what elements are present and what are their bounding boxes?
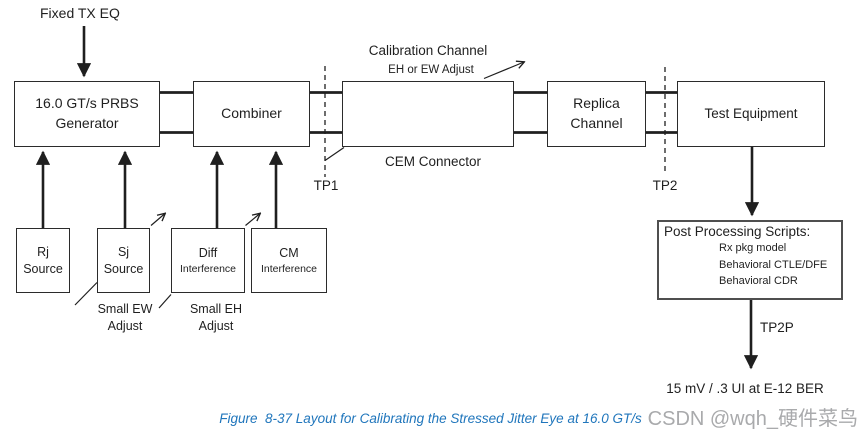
diff-interference-label-line1: Diff (198, 245, 218, 260)
ber-result-label: 15 mV / .3 UI at E-12 BER (666, 381, 824, 396)
eh-ew-adjust-label: EH or EW Adjust (388, 64, 474, 76)
tp2p-label: TP2P (760, 320, 794, 335)
sj-source-box: Sj Source (97, 228, 150, 293)
prbs-generator-label-line2: Generator (55, 115, 119, 131)
cm-interference-label-line1: CM (279, 245, 299, 260)
post-processing-item-ctle-dfe: Behavioral CTLE/DFE (719, 258, 828, 271)
small-ew-adjust-line2: Adjust (107, 318, 143, 333)
post-processing-item-rx-pkg: Rx pkg model (719, 242, 787, 254)
small-ew-adjust-label: Small EW Adjust (85, 301, 165, 335)
combiner-label: Combiner (221, 105, 282, 122)
diff-interference-box: Diff Interference (171, 228, 245, 293)
rj-source-label-line2: Source (23, 261, 63, 276)
test-equipment-label: Test Equipment (704, 105, 798, 121)
post-processing-box: Post Processing Scripts: Rx pkg model Be… (657, 220, 843, 300)
rj-source-box: Rj Source (16, 228, 70, 293)
small-ew-adjust-line1: Small EW (97, 302, 153, 316)
post-processing-title: Post Processing Scripts: (664, 224, 811, 239)
sj-source-label-line1: Sj (117, 244, 130, 259)
rj-source-label-line1: Rj (37, 244, 49, 259)
sj-source-label-line2: Source (103, 261, 144, 276)
diff-adjust-arrow (245, 214, 261, 226)
small-eh-adjust-line1: Small EH (189, 302, 243, 316)
calibration-channel-box (342, 81, 514, 147)
test-equipment-box: Test Equipment (677, 81, 825, 147)
prbs-generator-label-line1: 16.0 GT/s PRBS (35, 95, 139, 112)
calchannel-to-replica-links (514, 91, 547, 134)
replica-channel-box: Replica Channel (547, 81, 646, 147)
prbs-to-combiner-links (160, 91, 193, 134)
cm-interference-box: CM Interference (251, 228, 327, 293)
prbs-generator-box: 16.0 GT/s PRBS Generator (14, 81, 160, 147)
tp2-label: TP2 (652, 178, 678, 193)
figure-caption: Figure 8-37 Layout for Calibrating the S… (219, 411, 642, 426)
replica-channel-label-line2: Channel (570, 115, 623, 131)
tp1-corner-tick (324, 147, 345, 161)
cm-interference-label-line2: Interference (260, 262, 318, 275)
csdn-watermark: CSDN @wqh_硬件菜鸟 (647, 408, 858, 430)
tp1-label: TP1 (313, 178, 339, 193)
fixed-tx-eq-label: Fixed TX EQ (40, 5, 120, 21)
small-eh-adjust-line2: Adjust (198, 318, 234, 333)
replica-channel-label-line1: Replica (573, 95, 620, 112)
post-processing-item-cdr: Behavioral CDR (719, 275, 798, 287)
calibration-channel-label: Calibration Channel (368, 43, 488, 58)
sj-adjust-arrow (150, 214, 165, 226)
replica-to-testequip-links (646, 91, 677, 134)
combiner-to-calchannel-links (310, 91, 342, 134)
cem-connector-label: CEM Connector (384, 154, 482, 169)
combiner-box: Combiner (193, 81, 310, 147)
diff-interference-label-line2: Interference (179, 262, 237, 275)
small-eh-adjust-label: Small EH Adjust (176, 301, 256, 335)
